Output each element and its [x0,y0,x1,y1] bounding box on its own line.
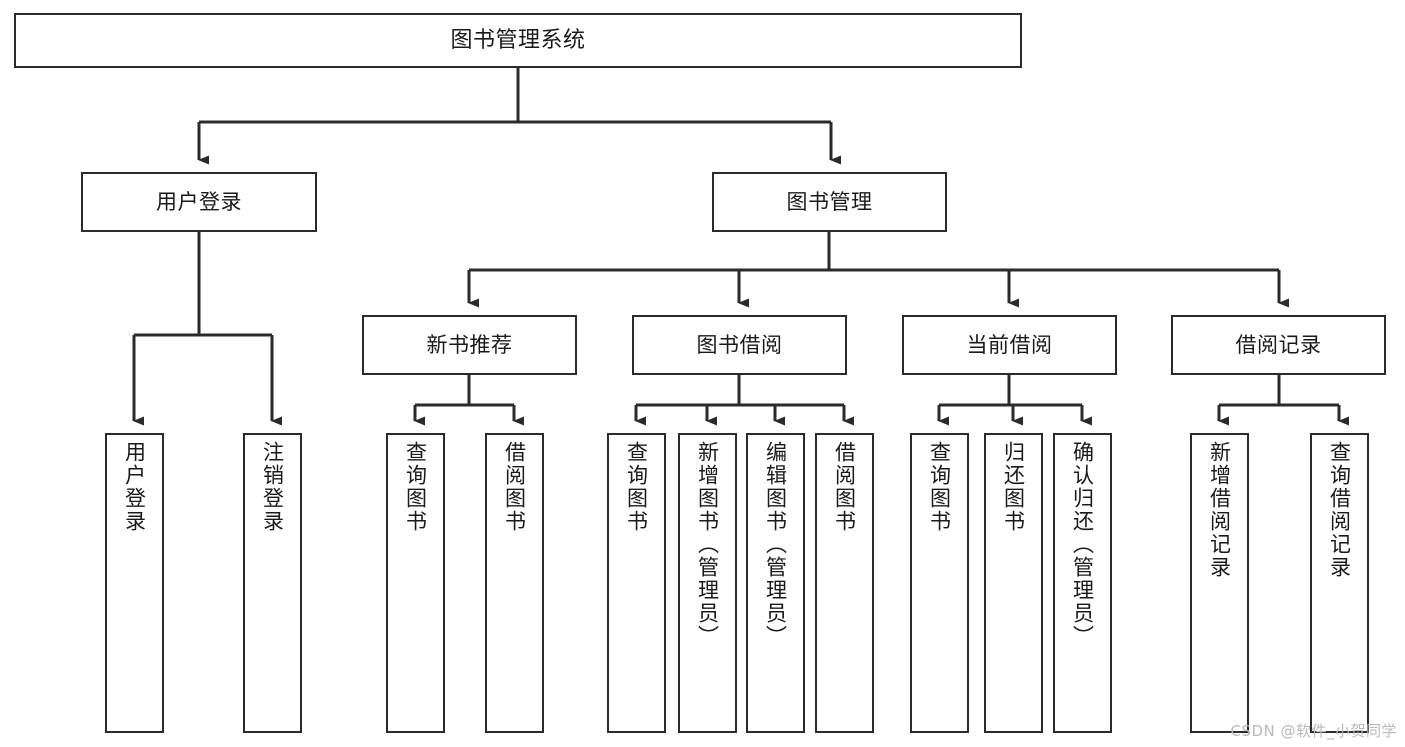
node-label: 归还图书 [1001,441,1026,533]
csdn-watermark: CSDN @软件_小贺同学 [1230,722,1397,740]
node-user-login[interactable]: 用户登录 [81,172,317,232]
node-label: 确认归还（管理员） [1070,441,1095,648]
leaf-add-book-admin[interactable]: 新增图书（管理员） [678,433,737,733]
node-label: 当前借阅 [966,332,1053,357]
leaf-return-book[interactable]: 归还图书 [984,433,1043,733]
node-label: 用户登录 [156,189,242,214]
node-label: 新增借阅记录 [1207,441,1232,579]
leaf-logout[interactable]: 注销登录 [243,433,302,733]
node-label: 图书管理系统 [450,27,586,53]
node-root-system[interactable]: 图书管理系统 [14,13,1022,68]
node-label: 编辑图书（管理员） [763,441,788,648]
node-label: 查询借阅记录 [1327,441,1352,579]
leaf-edit-book-admin[interactable]: 编辑图书（管理员） [746,433,805,733]
leaf-query-book-borrow[interactable]: 查询图书 [607,433,666,733]
node-current-borrow[interactable]: 当前借阅 [902,315,1117,375]
node-label: 用户登录 [122,441,147,533]
node-label: 借阅图书 [502,441,527,533]
leaf-borrow-book-recommend[interactable]: 借阅图书 [485,433,544,733]
node-label: 借阅图书 [832,441,857,533]
node-book-management[interactable]: 图书管理 [712,172,947,232]
node-new-book-recommend[interactable]: 新书推荐 [362,315,577,375]
leaf-borrow-book[interactable]: 借阅图书 [815,433,874,733]
node-label: 借阅记录 [1235,332,1322,357]
node-label: 注销登录 [260,441,285,533]
leaf-confirm-return-admin[interactable]: 确认归还（管理员） [1053,433,1112,733]
node-book-borrow[interactable]: 图书借阅 [632,315,847,375]
node-label: 查询图书 [927,441,952,533]
node-label: 新书推荐 [426,332,513,357]
node-label: 查询图书 [624,441,649,533]
leaf-add-borrow-record[interactable]: 新增借阅记录 [1190,433,1249,733]
node-borrow-records[interactable]: 借阅记录 [1171,315,1386,375]
leaf-query-borrow-record[interactable]: 查询借阅记录 [1310,433,1369,733]
node-label: 新增图书（管理员） [695,441,720,648]
node-label: 查询图书 [403,441,428,533]
node-label: 图书借阅 [696,332,783,357]
leaf-user-login[interactable]: 用户登录 [105,433,164,733]
leaf-query-book-recommend[interactable]: 查询图书 [386,433,445,733]
node-label: 图书管理 [786,189,873,214]
leaf-query-book-current[interactable]: 查询图书 [910,433,969,733]
